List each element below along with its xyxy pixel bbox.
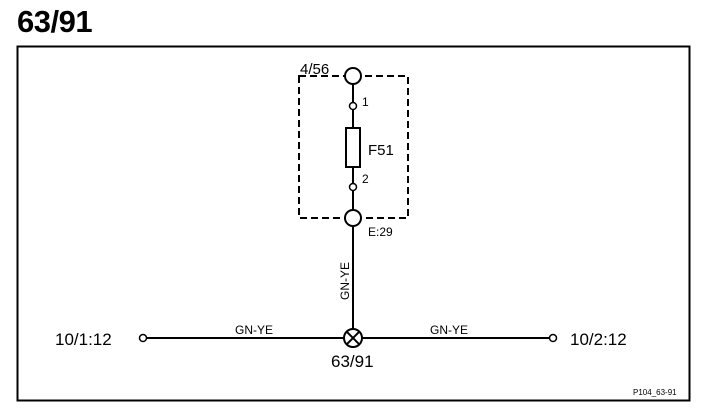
bottom-connector-icon <box>344 209 362 227</box>
splice-icon <box>343 328 363 348</box>
vertical-wire-label: GN-YE <box>338 262 352 300</box>
pin-2-label: 2 <box>362 172 369 186</box>
diagram-frame <box>16 45 691 402</box>
component-boundary <box>298 75 409 219</box>
left-terminal-label: 10/1:12 <box>55 330 112 349</box>
pin-1-icon <box>348 101 358 111</box>
pin-2-icon <box>348 182 358 192</box>
right-terminal-label: 10/2:12 <box>570 330 627 349</box>
right-terminal-icon <box>548 333 558 343</box>
top-connector-icon <box>344 67 362 85</box>
splice-label: 63/91 <box>331 352 374 371</box>
fuse-icon <box>345 127 361 168</box>
bottom-connector-label: E:29 <box>368 225 393 239</box>
left-wire-label: GN-YE <box>235 323 273 337</box>
fuse-label: F51 <box>368 142 394 159</box>
pin-1-label: 1 <box>362 95 369 109</box>
figure-code: P104_63-91 <box>633 388 677 397</box>
top-connector-label: 4/56 <box>300 61 329 78</box>
right-wire-label: GN-YE <box>430 323 468 337</box>
page-title: 63/91 <box>17 4 93 39</box>
left-terminal-icon <box>138 333 148 343</box>
